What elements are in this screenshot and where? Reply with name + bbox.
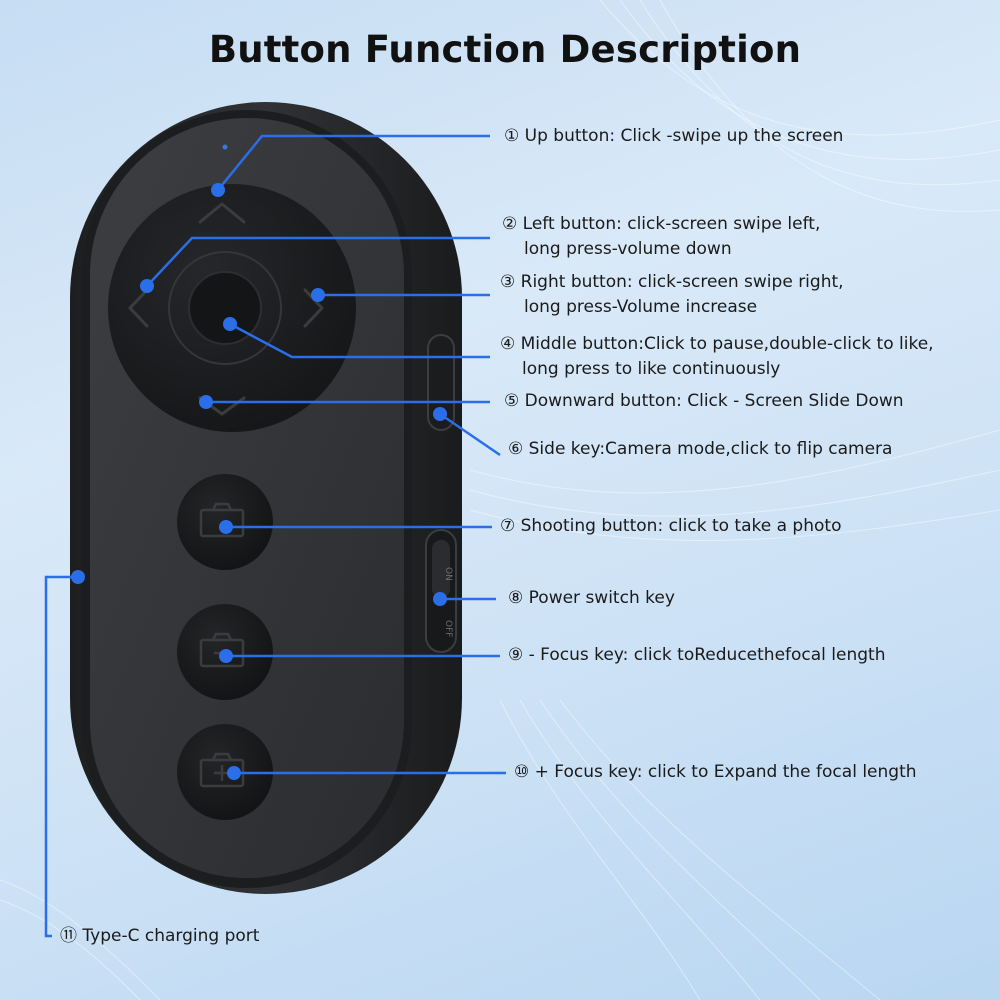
callout-line-11 — [44, 575, 78, 938]
label-shooting-button: ⑦ Shooting button: click to take a photo — [500, 516, 842, 536]
callout-lines — [44, 134, 506, 938]
camera-icon — [199, 502, 245, 538]
power-switch-slider — [432, 540, 450, 598]
label-left-button: ② Left button: click-screen swipe left, … — [502, 214, 821, 259]
label-downward-button: ⑤ Downward button: Click - Screen Slide … — [504, 391, 904, 411]
label-right-button: ③ Right button: click-screen swipe right… — [500, 272, 844, 317]
middle-button-ring — [168, 251, 282, 365]
label-side-key: ⑥ Side key:Camera mode,click to flip cam… — [508, 439, 893, 459]
label-type-c-port: ⑪ Type-C charging port — [60, 926, 260, 946]
middle-button[interactable] — [188, 271, 262, 345]
callout-line-1 — [217, 134, 490, 191]
callout-line-4 — [229, 322, 490, 359]
side-key[interactable] — [427, 334, 455, 431]
callout-line-2 — [146, 236, 490, 287]
right-chevron-icon — [303, 288, 324, 328]
left-chevron-icon — [128, 288, 149, 328]
label-focus-minus: ⑨ - Focus key: click toReducethefocal le… — [508, 645, 886, 665]
label-power-switch: ⑧ Power switch key — [508, 588, 675, 608]
label-middle-button: ④ Middle button:Click to pause,double-cl… — [500, 334, 934, 379]
indicator-led — [222, 144, 228, 150]
remote-device: ON OFF — [70, 102, 462, 894]
label-up-button: ① Up button: Click -swipe up the screen — [504, 126, 844, 146]
label-focus-plus: ⑩ + Focus key: click to Expand the focal… — [514, 762, 917, 782]
callout-dots — [71, 183, 447, 780]
page-title: Button Function Description — [208, 28, 802, 71]
switch-off-label: OFF — [443, 620, 453, 637]
switch-on-label: ON — [443, 567, 453, 581]
callout-line-6 — [439, 412, 501, 457]
up-chevron-icon — [198, 202, 246, 224]
